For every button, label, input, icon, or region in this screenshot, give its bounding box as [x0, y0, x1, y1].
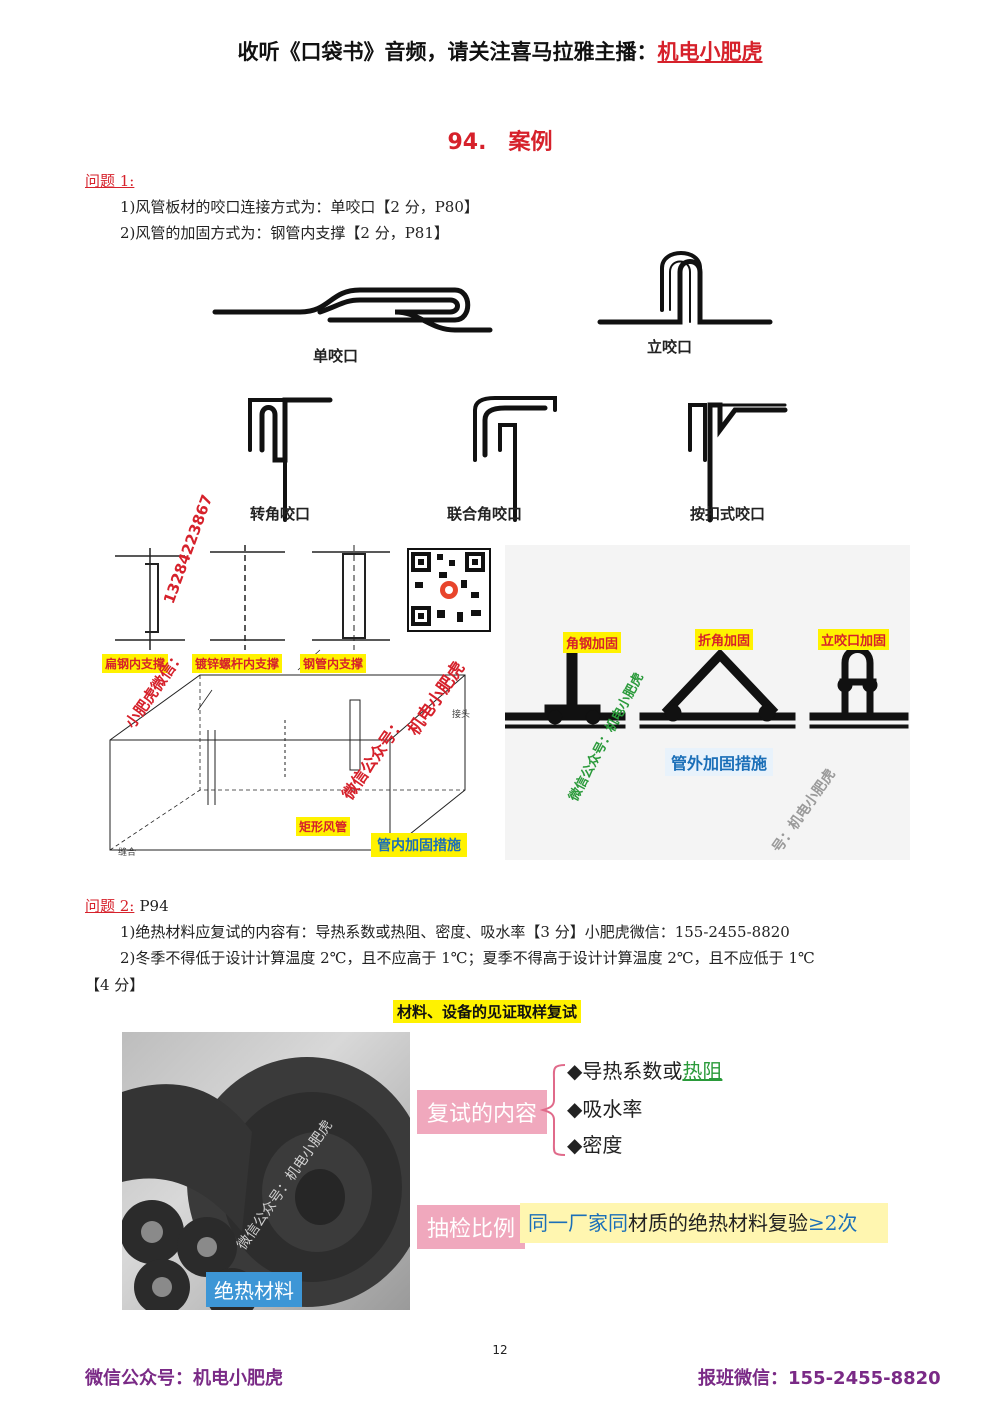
label-sampling-ratio: 抽检比例: [417, 1205, 526, 1249]
single-seam-drawing: [212, 287, 493, 333]
outer-reinforcement-drawing: [505, 646, 909, 729]
page-header: 收听《口袋书》音频，请关注喜马拉雅主播：机电小肥虎: [0, 36, 1000, 66]
small-label-seam: 缝合: [118, 848, 137, 858]
inner-reinforcement-figure: 扁钢内支撑 镀锌螺杆内支撑 钢管内支撑 矩形风管 管内加固措施 接头 缝合 13…: [100, 492, 500, 860]
retest-item-2-text: 吸水率: [582, 1097, 643, 1121]
q1-label: 问题 1:: [85, 172, 135, 190]
page-number: 12: [492, 1343, 508, 1357]
insulation-photo-drawing: [122, 1057, 410, 1310]
corner-seam-drawing: [248, 397, 333, 522]
diamond-icon: ◆: [567, 1097, 583, 1121]
qr-code[interactable]: [407, 548, 491, 632]
insulation-photo: 微信公众号：机电小肥虎 绝热材料: [122, 1032, 410, 1310]
diamond-icon: ◆: [567, 1059, 583, 1083]
q2-answer-1: 1)绝热材料应复试的内容有：导热系数或热阻、密度、吸水率【3 分】小肥虎微信：1…: [120, 923, 790, 941]
retest-item-1-text: 导热系数或: [582, 1059, 683, 1083]
inner-reinforcement-drawing: [109, 545, 466, 851]
retest-item-1-highlight: 热阻: [682, 1059, 723, 1083]
q2-label: 问题 2:: [85, 897, 135, 915]
label-galv-rod-support: 镀锌螺杆内支撑: [192, 654, 283, 673]
label-rect-duct: 矩形风管: [296, 817, 351, 836]
q2-heading: 问题 2: P94: [85, 895, 169, 916]
label-snap-seam: 按扣式咬口: [690, 505, 766, 523]
q2-answer-3: 【4 分】: [85, 976, 145, 994]
sampling-ratio-text: 同一厂家同材质的绝热材料复验≥2次: [520, 1203, 888, 1243]
footer-wechat-contact: 报班微信：155-2455-8820: [698, 1368, 941, 1389]
q2-page-ref: P94: [139, 897, 169, 915]
combined-corner-seam-drawing: [473, 396, 557, 522]
label-single-seam: 单咬口: [313, 347, 359, 365]
sampling-part-d: ≥2次: [808, 1211, 858, 1235]
snap-seam-drawing: [688, 402, 788, 523]
label-angle-steel: 角钢加固: [563, 632, 622, 653]
bracket-icon: [540, 1064, 566, 1156]
label-insulation-material: 绝热材料: [206, 1272, 302, 1307]
q1-answer-2: 2)风管的加固方式为：钢管内支撑【2 分，P81】: [120, 224, 449, 242]
caption-outer-reinforcement: 管外加固措施: [665, 748, 774, 776]
diamond-icon: ◆: [567, 1133, 583, 1157]
seam-diagrams: [212, 251, 788, 523]
witness-title: 材料、设备的见证取样复试: [393, 1000, 582, 1023]
retest-item-3: ◆密度: [567, 1129, 622, 1158]
label-corner-seam: 转角咬口: [250, 505, 311, 523]
sampling-part-a: 同一厂家: [528, 1211, 608, 1235]
retest-item-1: ◆导热系数或热阻: [567, 1055, 722, 1084]
label-fold: 折角加固: [695, 629, 754, 650]
caption-inner-reinforcement: 管内加固措施: [371, 833, 467, 857]
q2-answer-2: 2)冬季不得低于设计计算温度 2℃，且不应高于 1℃；夏季不得高于设计计算温度 …: [120, 949, 815, 967]
label-standing-seam-reinf: 立咬口加固: [818, 629, 890, 650]
q1-answer-1: 1)风管板材的咬口连接方式为：单咬口【2 分，P80】: [120, 198, 479, 216]
sampling-part-c: 材质的绝热材料复验: [628, 1211, 808, 1235]
label-retest-content: 复试的内容: [417, 1090, 548, 1134]
small-label-joint: 接头: [452, 710, 471, 720]
label-combined-corner-seam: 联合角咬口: [447, 505, 523, 523]
header-anchor-name[interactable]: 机电小肥虎: [657, 40, 763, 64]
label-flat-steel-support: 扁钢内支撑: [102, 654, 169, 673]
label-standing-seam: 立咬口: [647, 338, 693, 356]
standing-seam-drawing: [597, 251, 773, 325]
qr-code-image: [411, 552, 485, 626]
sampling-part-b: 同: [608, 1211, 628, 1235]
footer-official-account: 微信公众号：机电小肥虎: [85, 1368, 283, 1389]
label-steel-pipe-support: 钢管内支撑: [300, 654, 367, 673]
retest-item-3-text: 密度: [582, 1133, 623, 1157]
outer-reinforcement-figure: 角钢加固 折角加固 立咬口加固 管外加固措施 微信公众号：机电小肥虎 号：机电小…: [505, 545, 910, 860]
retest-item-2: ◆吸水率: [567, 1093, 642, 1122]
page-title: 94. 案例: [447, 130, 553, 155]
header-prefix: 收听《口袋书》音频，请关注喜马拉雅主播：: [237, 40, 658, 64]
